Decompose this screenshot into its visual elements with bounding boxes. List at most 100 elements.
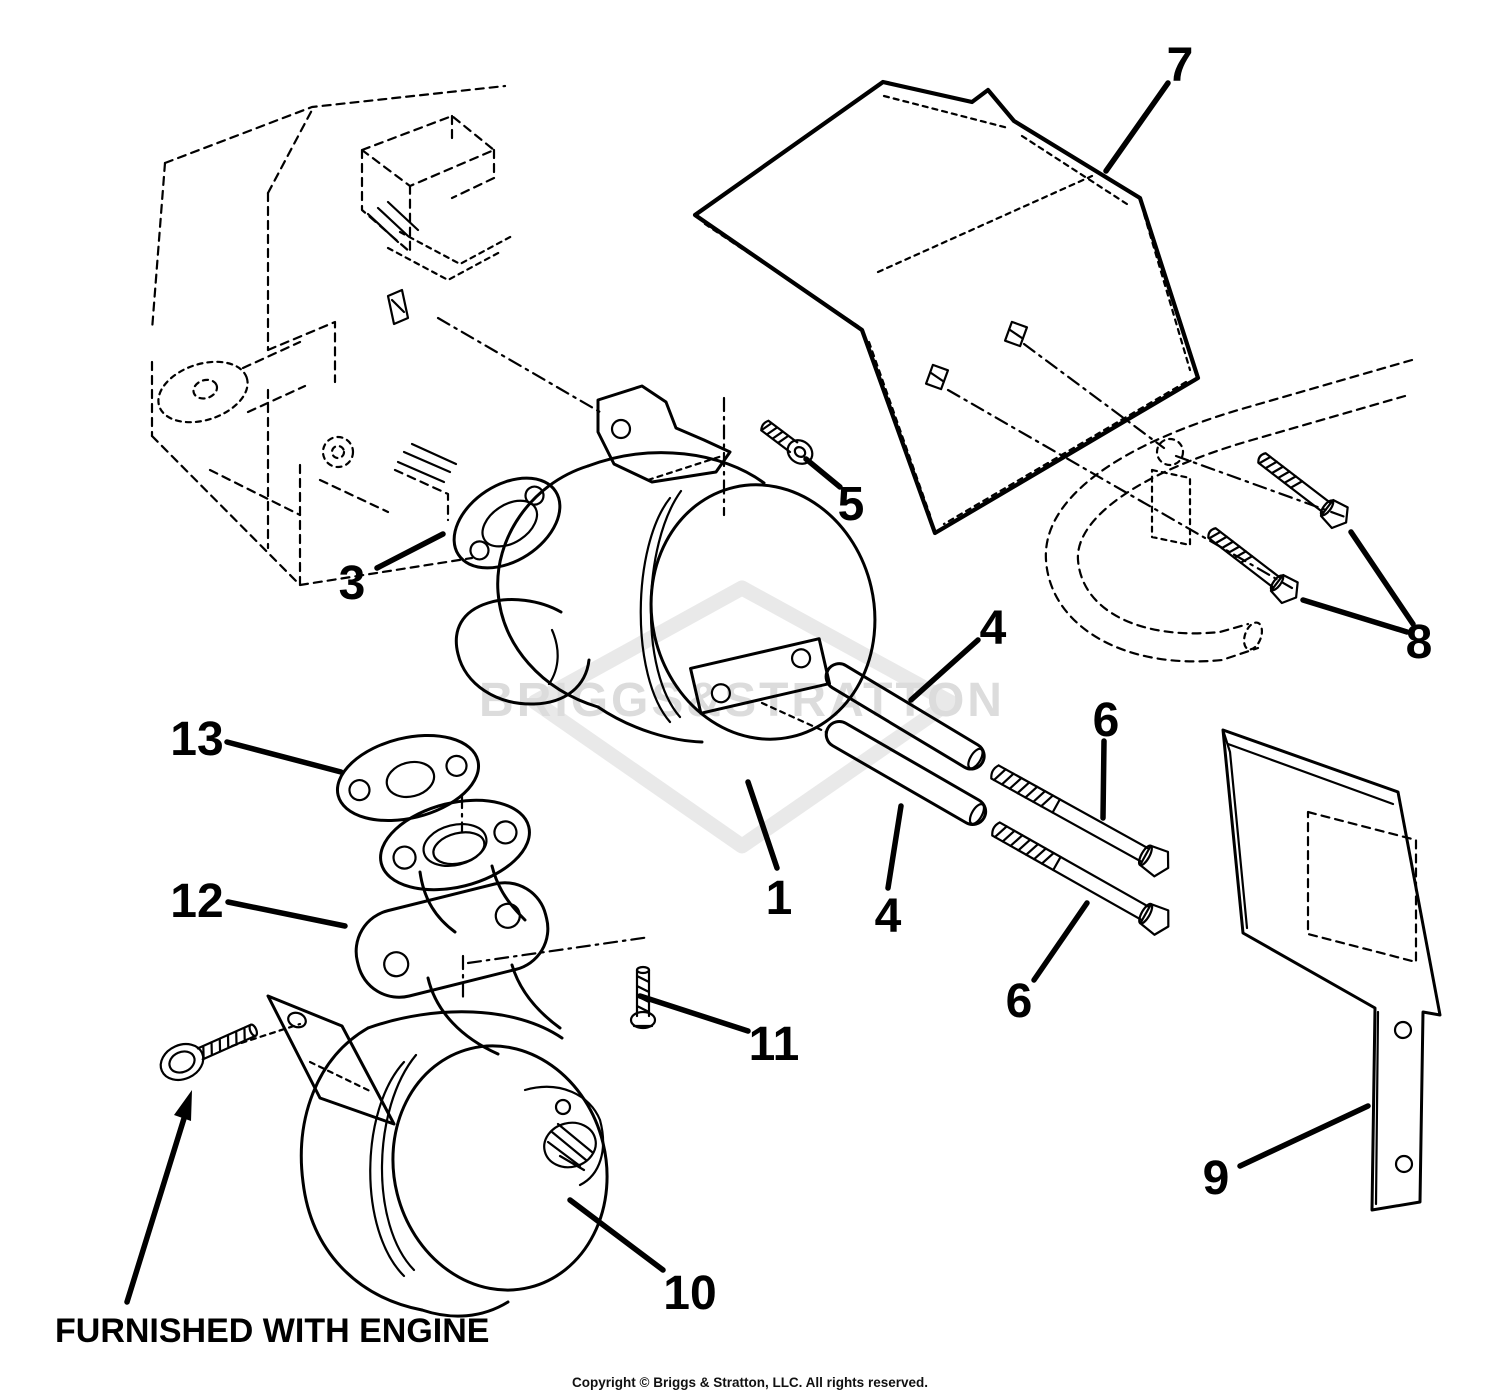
bracket-hole [1393,1020,1413,1040]
muffler-body-rear [299,1026,424,1312]
plate-alignment-dash [760,701,828,734]
leader-4-upper [908,637,981,703]
engine-hatch-block [396,442,458,484]
outlet-pilot-hole [554,1098,572,1116]
callout-1: 1 [766,872,793,925]
callout-3: 3 [339,557,366,610]
bolt-end [248,1023,259,1037]
snorkel-opening [547,628,559,686]
gasket-bolt-hole [524,485,545,506]
alignment-axis-hole-to-bolt [946,388,1294,590]
flange-opening-inner [432,831,486,866]
engine-stud-dashes [386,230,514,282]
muffler-front-face [649,483,877,741]
gasket-outline [452,476,562,570]
arrow-line [124,1109,189,1305]
screw-shank [760,419,799,454]
elbow-upper-flange [379,798,531,892]
callout-4-lower: 4 [875,890,902,943]
engine-corner-join [266,108,314,195]
flange-bolt-hole [383,951,410,978]
flange-bolt-hole [392,845,417,870]
muffler-guard-hidden [1044,358,1414,663]
upper-muffler-1 [454,384,877,744]
callout-6-lower: 6 [1006,975,1033,1028]
mount-plate-outline [689,637,831,715]
bracket-hole [610,418,632,440]
bracket-hole [1394,1154,1414,1174]
leader-4-lower [885,803,904,891]
muffler-seam-arcs [639,489,683,724]
screw-head [629,1010,657,1030]
guard-tab-hole [1155,437,1185,467]
muffler-body-bottom [420,1300,510,1318]
leader-5 [803,456,843,490]
outlet-hatch [546,1122,594,1172]
screw-11 [629,965,657,1030]
arrow-head [174,1090,192,1121]
muffler-seam-arcs [369,1053,418,1278]
gasket-bolt-hole [348,778,371,802]
gasket-center-hole [385,760,436,799]
leader-10 [567,1197,666,1273]
elbow-neck [418,864,527,934]
spacer-outline [824,720,988,826]
leader-7 [1103,80,1171,174]
leader-12 [225,899,348,929]
flange-outline [354,881,550,999]
guard-inner-dash [1076,394,1407,635]
elbow-alignment-dashes [460,793,652,1002]
shield-bracket-9 [1221,728,1442,1212]
flange-outline [379,798,531,892]
callout-labels: 1 3 4 4 5 6 6 7 8 9 10 11 12 13 [170,39,1432,1320]
mount-plate-hole [710,683,731,704]
engine-valve-box [360,114,496,254]
engine-port-circle [321,435,355,469]
bolt-6-lower [985,814,1177,940]
gasket-bolt-hole [445,754,468,778]
gasket-13 [335,733,481,823]
muffler-body-bottom [596,705,704,744]
spacer-tube-4-lower [824,720,988,826]
muffler-mount-plate [689,637,831,715]
furnished-bolt [159,1023,259,1082]
furnished-with-engine-note: FURNISHED WITH ENGINE [55,1312,489,1350]
guard-outer-dash [1044,358,1414,663]
mount-plate-hole [790,648,812,669]
guard-end-cap [1242,621,1264,651]
bolt-shank [196,1023,257,1061]
leader-6-upper [1100,738,1107,821]
muffler-body-rear [496,464,600,709]
heat-shield-outline [692,79,1201,536]
heat-shield-7 [692,79,1350,590]
heat-shield-inner-dashes [703,94,1192,526]
leader-6-lower [1031,900,1090,983]
spacer-end [968,803,986,825]
engine-top-edge [163,84,507,165]
gasket-center-hole [481,499,539,548]
copyright-footer: Copyright © Briggs & Stratton, LLC. All … [572,1375,928,1390]
leader-8-pair [1300,529,1416,635]
flange-bolt-hole [494,902,521,929]
lower-muffler-10 [266,994,609,1318]
callout-leaders [224,80,1416,1273]
guard-mount-tab [1150,468,1192,547]
engine-lower-edges [150,434,474,587]
bracket-hidden-panel [1306,810,1418,964]
engine-mid-edge [266,320,337,384]
furnished-bolt-dash [230,1022,302,1048]
bolt-head [168,1050,196,1074]
callout-8: 8 [1406,616,1433,669]
bolt-8-upper [1251,445,1356,534]
spacer-end [967,747,984,770]
callout-12: 12 [170,875,223,928]
shield-slot-hole [1003,320,1029,348]
exhaust-elbow-12 [354,793,652,1056]
bracket-outline [1221,728,1442,1212]
callout-10: 10 [663,1267,716,1320]
callout-7: 7 [1167,39,1194,92]
gasket-outline [335,733,481,823]
elbow-down-pipe [426,963,562,1056]
engine-port-hole [330,444,346,460]
